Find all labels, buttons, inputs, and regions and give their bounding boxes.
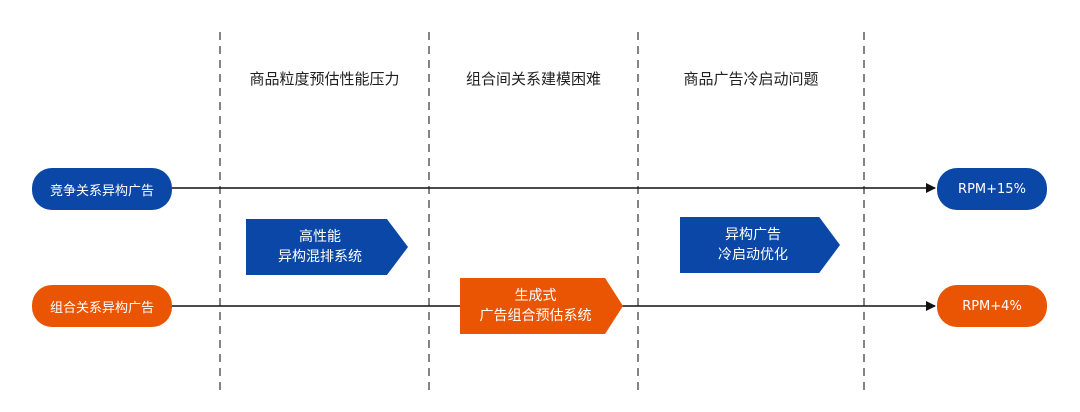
solution-1-line1: 高性能 — [299, 229, 341, 245]
solution-3-line2: 冷启动优化 — [718, 247, 788, 263]
solution-1-line2: 异构混排系统 — [278, 249, 362, 265]
column-header-3: 商品广告冷启动问题 — [683, 70, 819, 88]
column-header-2: 组合间关系建模困难 — [465, 70, 601, 88]
solution-generative-combination: 生成式 广告组合预估系统 — [460, 278, 623, 334]
solution-high-performance-ranking: 高性能 异构混排系统 — [246, 219, 408, 275]
result-competitive-ads: RPM+15% — [937, 168, 1047, 210]
solution-cold-start-optimization: 异构广告 冷启动优化 — [680, 217, 840, 273]
column-header-1: 商品粒度预估性能压力 — [249, 70, 400, 88]
solution-3-line1: 异构广告 — [725, 227, 781, 243]
result-combination-ads: RPM+4% — [937, 285, 1047, 327]
solution-2-line1: 生成式 — [514, 288, 557, 304]
solution-2-line2: 广告组合预估系统 — [479, 308, 592, 324]
row-label-combination-ads: 组合关系异构广告 — [32, 285, 172, 327]
row-label-competitive-ads: 竞争关系异构广告 — [32, 168, 172, 210]
